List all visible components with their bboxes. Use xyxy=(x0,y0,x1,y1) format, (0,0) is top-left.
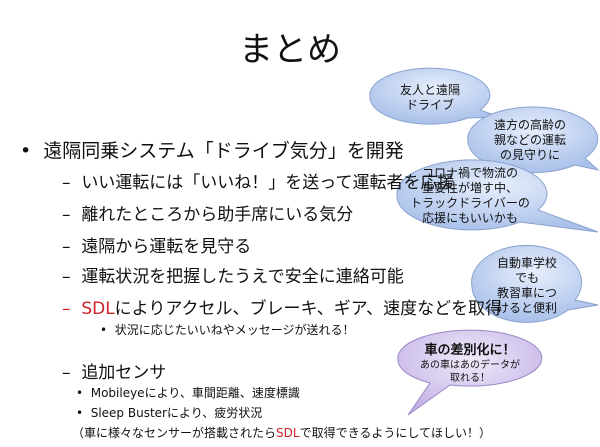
sensor-sub-text: Sleep Busterにより、疲労状況 xyxy=(90,406,263,420)
sdl-text: によりアクセル、ブレーキ、ギア、速度などを取得 xyxy=(114,299,503,319)
sub-item: – 離れたところから助手席にいる気分 xyxy=(62,205,354,225)
sensor-sub: • Mobileyeにより、車間距離、速度標識 xyxy=(76,386,300,400)
sub-item-text: いい運転には「いいね！」を送って運転者を応援 xyxy=(81,173,455,193)
sub-item: – 運転状況を把握したうえで安全に連絡可能 xyxy=(62,267,404,287)
sdl-note-text: 状況に応じたいいねやメッセージが送れる！ xyxy=(114,323,355,337)
bubble-4-text: 自動車学校でも教習車につけると便利 xyxy=(496,256,557,315)
sub-item-text: 遠隔から運転を見守る xyxy=(81,237,252,257)
note-sdl: SDL xyxy=(276,426,300,440)
bubble-2-text: 遠方の高齢の親などの運転の見守りに xyxy=(493,118,566,162)
bubble-5-text: 車の差別化に！あの車はあのデータが取れる！ xyxy=(420,343,520,384)
sub-item: – 遠隔から運転を見守る xyxy=(62,237,252,257)
sensor-item: – 追加センサ xyxy=(62,363,167,383)
sensor-note: （車に様々なセンサーが搭載されたらSDLで取得できるようにしてほしい！） xyxy=(72,424,491,441)
main-point: 遠隔同乗システム「ドライブ気分」を開発 xyxy=(43,140,404,162)
bubble-1-text: 友人と遠隔ドライブ xyxy=(399,83,460,112)
sdl-note: • 状況に応じたいいねやメッセージが送れる！ xyxy=(100,323,355,337)
sub-item-text: 運転状況を把握したうえで安全に連絡可能 xyxy=(81,267,404,287)
bubble-3-text: コロナ禍で物流の重要性が増す中、トラックドライバーの応援にもいいかも xyxy=(410,166,530,225)
note-post: で取得できるようにしてほしい！） xyxy=(299,426,491,440)
sensor-label: 追加センサ xyxy=(81,363,167,383)
sdl-item: – SDLによりアクセル、ブレーキ、ギア、速度などを取得 xyxy=(62,299,503,319)
sub-item-text: 離れたところから助手席にいる気分 xyxy=(81,205,354,225)
bubble-3-shape xyxy=(396,159,599,233)
bubble-4-shape xyxy=(471,244,599,323)
sdl-label: SDL xyxy=(81,299,115,319)
note-pre: （車に様々なセンサーが搭載されたら xyxy=(72,426,277,440)
bubble-5-shape xyxy=(397,329,543,416)
bubble-1-shape xyxy=(369,67,501,125)
sensor-sub-text: Mobileyeにより、車間距離、速度標識 xyxy=(90,386,300,400)
sensor-sub: • Sleep Busterにより、疲労状況 xyxy=(76,406,263,420)
page-title: まとめ xyxy=(239,30,341,70)
sub-item: – いい運転には「いいね！」を送って運転者を応援 xyxy=(62,173,455,193)
bullet-main: • 遠隔同乗システム「ドライブ気分」を開発 xyxy=(20,140,404,162)
